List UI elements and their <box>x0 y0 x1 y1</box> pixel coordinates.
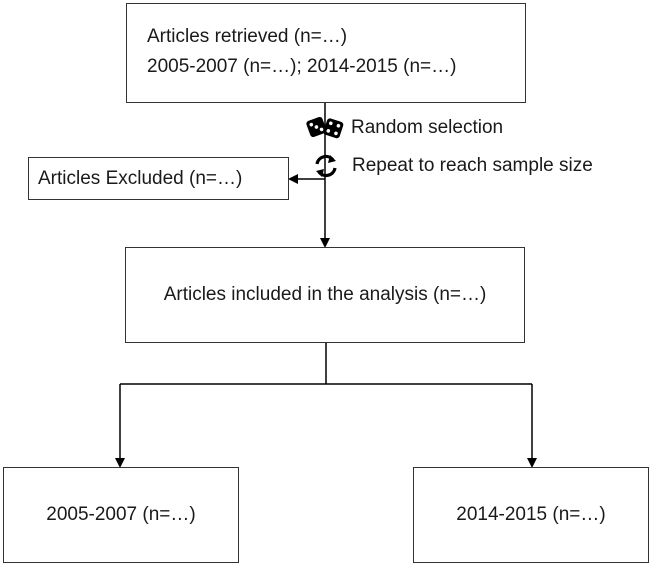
articles-retrieved-line2: 2005-2007 (n=…); 2014-2015 (n=…) <box>147 56 457 77</box>
period-2005-2007-box: 2005-2007 (n=…) <box>3 467 239 563</box>
articles-excluded-box: Articles Excluded (n=…) <box>28 157 289 200</box>
articles-excluded-label: Articles Excluded (n=…) <box>38 167 243 189</box>
dice-icon <box>306 116 344 139</box>
period-2014-2015-label: 2014-2015 (n=…) <box>456 504 606 525</box>
period-2014-2015-box: 2014-2015 (n=…) <box>413 467 649 563</box>
articles-included-box: Articles included in the analysis (n=…) <box>125 247 525 343</box>
random-selection-label: Random selection <box>351 117 504 138</box>
repeat-icon <box>315 154 337 178</box>
articles-retrieved-line1: Articles retrieved (n=…) <box>147 26 348 47</box>
articles-included-label: Articles included in the analysis (n=…) <box>163 284 487 305</box>
repeat-sample-label: Repeat to reach sample size <box>352 155 593 176</box>
articles-retrieved-box: Articles retrieved (n=…) 2005-2007 (n=…)… <box>126 3 526 103</box>
period-2005-2007-label: 2005-2007 (n=…) <box>46 504 196 525</box>
